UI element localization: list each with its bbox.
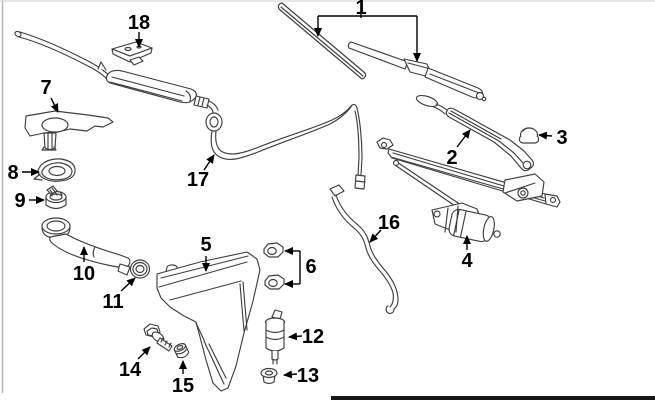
wiper-blade-left-art [277,2,367,80]
callout-16-arrow [369,229,382,243]
callout-12-arrow [288,332,303,341]
hose-clamp-art [45,185,67,210]
frame-bottom-bar [331,396,655,400]
wiper-blade-right-art [347,41,487,102]
callout-8-label: 8 [7,162,18,184]
callout-6-label: 6 [305,256,316,278]
wiper-arm-art [415,94,535,172]
mounting-nuts-art [263,242,285,290]
washer-nozzle-art [111,41,153,66]
callout-3-arrow [538,131,553,140]
callout-18-label: 18 [128,12,150,34]
callout-5-label: 5 [200,234,211,256]
callout-13-arrow [283,370,298,379]
mounting-bolt-art [143,323,173,352]
callout-17-label: 17 [187,169,209,191]
callout-3-label: 3 [556,127,567,149]
callout-13-label: 13 [297,365,319,387]
filler-neck-art [41,217,131,276]
callout-2-label: 2 [446,147,457,169]
callout-2-arrow [456,129,471,148]
callout-7-arrow [50,97,59,113]
callout-14-label: 14 [119,359,142,381]
washer-hose-lower-art [329,184,399,314]
callout-15-label: 15 [172,375,194,397]
callout-9-label: 9 [14,190,25,212]
wiper-motor-linkage-art [376,137,561,243]
filler-neck-seal-art [33,158,76,182]
callout-7-label: 7 [40,77,51,99]
callout-11-arrow [120,277,136,292]
grommet-art [129,259,151,279]
callout-10-label: 10 [73,263,95,285]
washer-reservoir-art [156,251,261,392]
wiper-arm-nut-cap-art [518,127,540,144]
pump-grommet-art [260,367,278,385]
callout-17-arrow [203,154,215,171]
retainer-clip-art [173,343,190,359]
callout-14-arrow [137,346,151,360]
callout-4-label: 4 [461,250,473,272]
callout-11-label: 11 [102,291,123,313]
reservoir-bracket-art [24,110,114,151]
callout-12-label: 12 [302,326,324,348]
washer-hose-assembly-art [14,30,366,190]
washer-pump-art [264,309,286,365]
callout-1-label: 1 [355,0,366,19]
callout-16-label: 16 [378,212,400,234]
